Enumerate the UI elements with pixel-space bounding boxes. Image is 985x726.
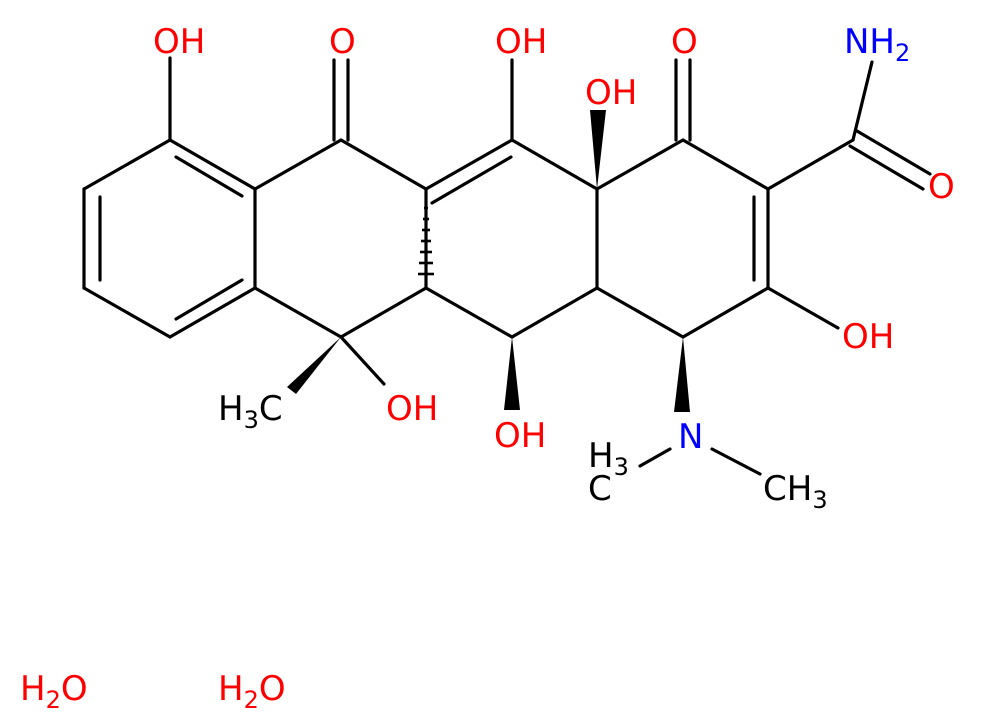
wedge-bond-methyl: [287, 337, 341, 394]
bond: [253, 138, 343, 191]
stereo-bonds: [287, 110, 690, 412]
methyl-ch3-label: H3C: [218, 389, 283, 434]
bond: [595, 138, 685, 191]
bond: [851, 60, 874, 142]
amide-nh2-label: NH2: [844, 22, 910, 67]
wedge-bond-dimethylamino: [674, 337, 690, 412]
oh-aromatic-label: OH: [153, 22, 205, 62]
amide-o-label: O: [928, 167, 955, 207]
bond: [710, 447, 762, 476]
bond: [174, 155, 244, 198]
bond: [339, 286, 428, 339]
bond: [766, 138, 855, 191]
bond: [430, 155, 513, 205]
ketone-o-left-label: O: [329, 22, 356, 62]
oh-tertiary-label: OH: [386, 389, 438, 429]
bond: [638, 447, 672, 468]
bond: [339, 138, 428, 191]
bond: [424, 286, 514, 339]
water-molecules: H2O H2O: [20, 669, 286, 714]
oh-enol-right-label: OH: [842, 317, 894, 357]
oh-secondary-label: OH: [494, 416, 546, 456]
bond: [595, 286, 685, 339]
bonds: [82, 56, 932, 476]
bond: [174, 278, 244, 321]
n-methyl-left-c-label: C: [588, 469, 612, 509]
wedge-bond-oh-secondary: [504, 337, 520, 410]
n-methyl-left-h3-label: H3: [588, 436, 629, 481]
bond: [681, 286, 770, 339]
bond: [766, 286, 840, 330]
bond: [510, 286, 599, 339]
n-methyl-right-label: CH3: [763, 469, 828, 514]
atom-labels: OH O OH OH O NH2 O OH H3C OH OH N H3 C C…: [153, 22, 955, 514]
hashed-bond: [418, 206, 434, 276]
bond: [82, 138, 172, 191]
bond: [681, 138, 770, 191]
bond: [848, 144, 925, 191]
wedge-bond-oh-junction: [590, 110, 606, 189]
water-label-2: H2O: [218, 669, 286, 714]
dimethylamino-n-label: N: [678, 417, 703, 457]
bond: [339, 335, 386, 386]
bond: [424, 138, 514, 191]
ketone-o-right-label: O: [671, 22, 698, 62]
bond: [855, 129, 932, 176]
oh-ring-junction-label: OH: [585, 73, 637, 113]
water-label-1: H2O: [20, 669, 88, 714]
bond: [82, 286, 172, 339]
bond: [168, 286, 257, 339]
oh-enol-mid-label: OH: [495, 22, 547, 62]
bond: [510, 138, 599, 191]
bond: [253, 286, 343, 339]
bond: [168, 138, 257, 191]
